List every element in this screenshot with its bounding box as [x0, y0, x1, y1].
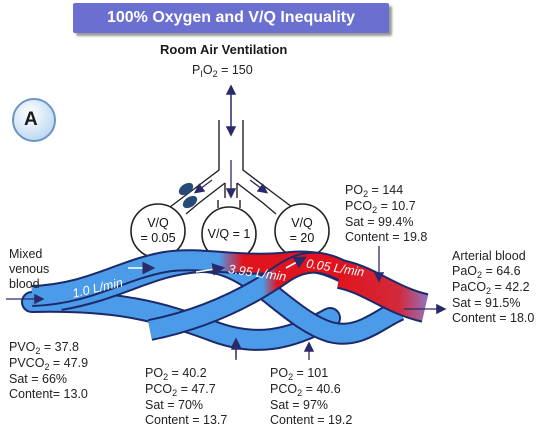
- panel-badge: [12, 98, 56, 142]
- pointer-lines: [6, 246, 447, 360]
- high-vq-values: PO2 = 144 PCO2 = 10.7 Sat = 99.4% Conten…: [345, 183, 428, 244]
- ventilation-arrows: [193, 84, 269, 199]
- page-title: 100% Oxygen and V/Q Inequality: [106, 9, 356, 26]
- flow-arrows: [128, 256, 307, 276]
- blood-vessels: [21, 249, 429, 351]
- alveolus-low-vq-label: V/Q= 0.05: [140, 216, 176, 245]
- airway-obstruction: [178, 182, 198, 209]
- panel-letter: A: [24, 109, 38, 130]
- alveolus-normal-vq-label: V/Q = 1: [207, 227, 251, 241]
- airway-tree: [165, 120, 297, 215]
- alveolus-high-vq-label: V/Q= 20: [289, 216, 315, 245]
- arterial-values: Arterial blood PaO2 = 64.6 PaCO2 = 42.2 …: [452, 249, 535, 325]
- mixed-venous-label: Mixed venous blood: [9, 247, 50, 291]
- low-vq-values: PO2 = 40.2 PCO2 = 47.7 Sat = 70% Content…: [145, 366, 228, 427]
- venous-values: PVO2 = 37.8 PVCO2 = 47.9 Sat = 66% Conte…: [9, 340, 89, 401]
- room-air-heading: Room Air Ventilation: [160, 42, 288, 57]
- title-banner: 100% Oxygen and V/Q Inequality: [73, 3, 389, 33]
- normal-vq-values: PO2 = 101 PCO2 = 40.6 Sat = 97% Content …: [270, 366, 353, 427]
- inspired-po2-label: PIO2 = 150: [192, 63, 253, 79]
